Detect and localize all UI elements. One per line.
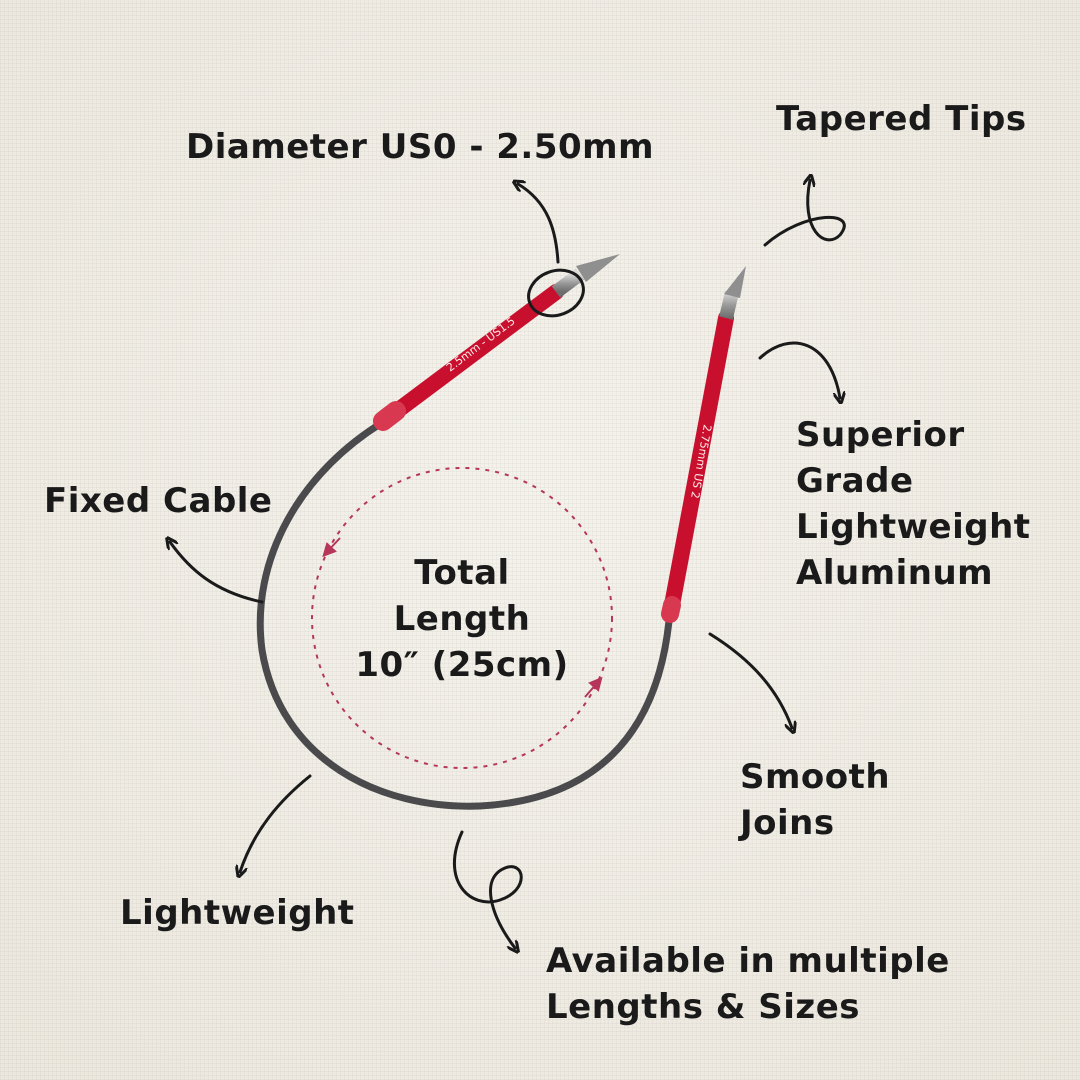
left-needle: 2.5mm - US1.5 — [373, 254, 620, 431]
fixed-cable-label: Fixed Cable — [44, 481, 273, 521]
superior-arrow — [758, 341, 840, 398]
fixed-cable-arrow — [170, 542, 264, 604]
diameter-arrow — [518, 184, 560, 264]
superior-label: Superior Grade Lightweight Aluminum — [796, 415, 1031, 593]
tapered-tips-label: Tapered Tips — [776, 99, 1027, 139]
tapered-tips-arrow — [763, 180, 846, 247]
diameter-label: Diameter US0 - 2.50mm — [186, 127, 655, 167]
fixed-cable — [256, 414, 674, 810]
total-length-label: Total Length 10″ (25cm) — [355, 553, 569, 685]
length-circle — [311, 467, 613, 769]
lightweight-label: Lightweight — [120, 893, 355, 933]
diameter-loop — [527, 268, 585, 318]
circle-arrow-right — [584, 676, 603, 698]
circle-arrow-left — [322, 537, 341, 558]
right-needle: 2.75mm US 2 — [661, 266, 746, 623]
left-needle-imprint: 2.5mm - US1.5 — [444, 314, 518, 374]
smooth-joins-arrow — [708, 632, 792, 728]
available-arrow — [452, 830, 523, 948]
smooth-joins-label: Smooth Joins — [740, 757, 891, 843]
lightweight-arrow — [240, 774, 312, 872]
available-label: Available in multiple Lengths & Sizes — [546, 941, 950, 1027]
